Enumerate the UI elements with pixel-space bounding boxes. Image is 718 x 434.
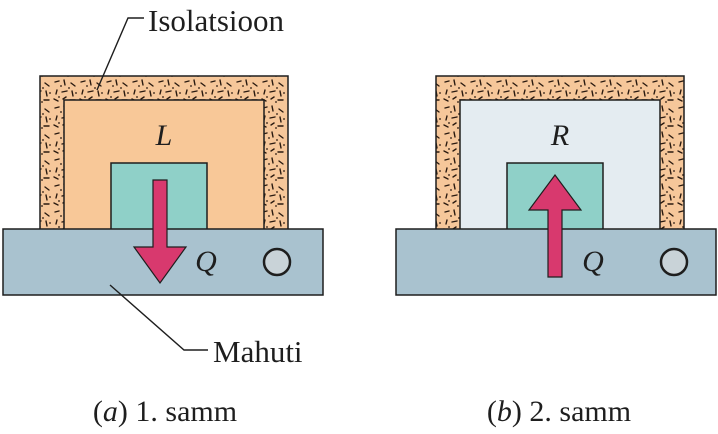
insulation-callout: Isolatsioon [96, 3, 285, 91]
caption-b-text: 2. samm [529, 395, 631, 428]
insulation-label: Isolatsioon [148, 3, 285, 38]
caption-a-text: 1. samm [135, 395, 237, 428]
reservoir-label: Mahuti [213, 334, 303, 369]
heat-flow-arrow-up [527, 173, 583, 278]
reservoir-callout: Mahuti [109, 284, 303, 369]
reservoir-knob-b [659, 247, 689, 277]
heat-letter-a: Q [195, 245, 217, 278]
insulation-leader-line [96, 17, 144, 91]
caption-b-letter: b [497, 395, 512, 428]
body-letter-b: R [550, 119, 569, 152]
panel-b: R Q [395, 75, 717, 296]
panel-a: L Q [2, 75, 324, 296]
reservoir-leader-line [109, 284, 208, 351]
heat-letter-b: Q [582, 245, 604, 278]
reservoir-knob-a [262, 247, 292, 277]
caption-a: (a) 1. samm [93, 395, 237, 428]
caption-b: (b) 2. samm [487, 395, 631, 428]
heat-flow-arrow-down [132, 179, 188, 285]
caption-a-letter: a [103, 395, 118, 428]
body-letter-a: L [155, 119, 173, 152]
